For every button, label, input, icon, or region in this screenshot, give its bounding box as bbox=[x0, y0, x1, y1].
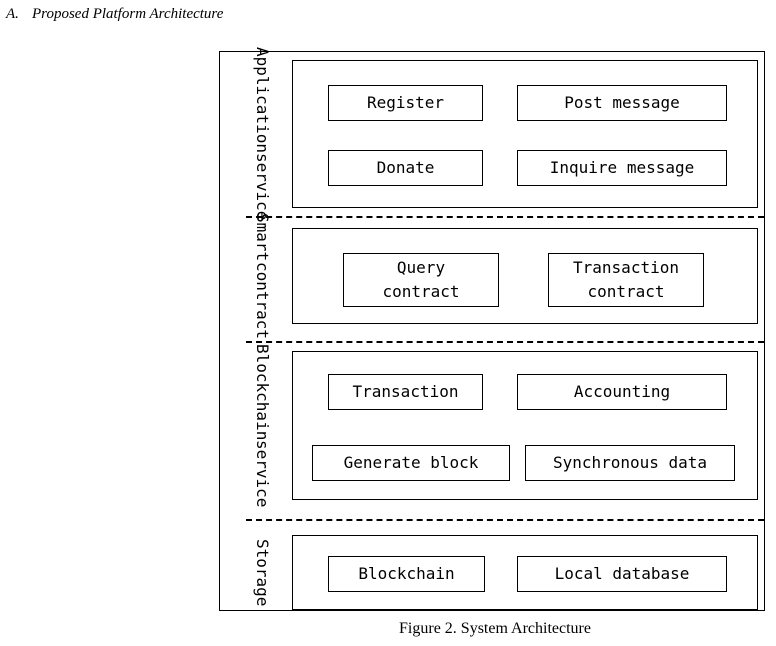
smart-contract-label-line-1: Smart bbox=[253, 213, 272, 262]
layer-divider-1 bbox=[246, 216, 764, 218]
post-message-node: Post message bbox=[517, 85, 727, 121]
inquire-message-node: Inquire message bbox=[517, 150, 727, 186]
section-title: Proposed Platform Architecture bbox=[32, 6, 224, 22]
storage-label-line-1: Storage bbox=[253, 539, 272, 607]
figure-caption: Figure 2. System Architecture bbox=[399, 620, 591, 637]
layer-divider-3 bbox=[246, 519, 764, 521]
application-layer-label: Application service bbox=[236, 47, 288, 220]
register-node: Register bbox=[328, 85, 483, 121]
storage-layer-label: Storage bbox=[236, 536, 288, 610]
accounting-node: Accounting bbox=[517, 374, 727, 410]
transaction-contract-node: Transaction contract bbox=[548, 253, 704, 307]
section-heading: A. Proposed Platform Architecture bbox=[6, 6, 223, 23]
query-contract-node: Query contract bbox=[343, 253, 499, 307]
generate-block-node: Generate block bbox=[312, 445, 510, 481]
blockchain-storage-node: Blockchain bbox=[328, 556, 485, 592]
blockchain-label-line-2: service bbox=[253, 440, 272, 508]
application-label-line-1: Application bbox=[253, 47, 272, 154]
smart-contract-label-line-2: contract bbox=[253, 261, 272, 339]
blockchain-layer-label: Blockchain service bbox=[236, 344, 288, 508]
architecture-frame bbox=[219, 51, 765, 611]
layer-divider-2 bbox=[246, 341, 764, 343]
donate-node: Donate bbox=[328, 150, 483, 186]
application-label-line-2: service bbox=[253, 153, 272, 221]
local-database-node: Local database bbox=[517, 556, 727, 592]
transaction-node: Transaction bbox=[328, 374, 483, 410]
section-number: A. bbox=[6, 6, 19, 22]
smart-contract-layer-label: Smart contract bbox=[236, 213, 288, 338]
synchronous-data-node: Synchronous data bbox=[525, 445, 735, 481]
blockchain-label-line-1: Blockchain bbox=[253, 344, 272, 441]
